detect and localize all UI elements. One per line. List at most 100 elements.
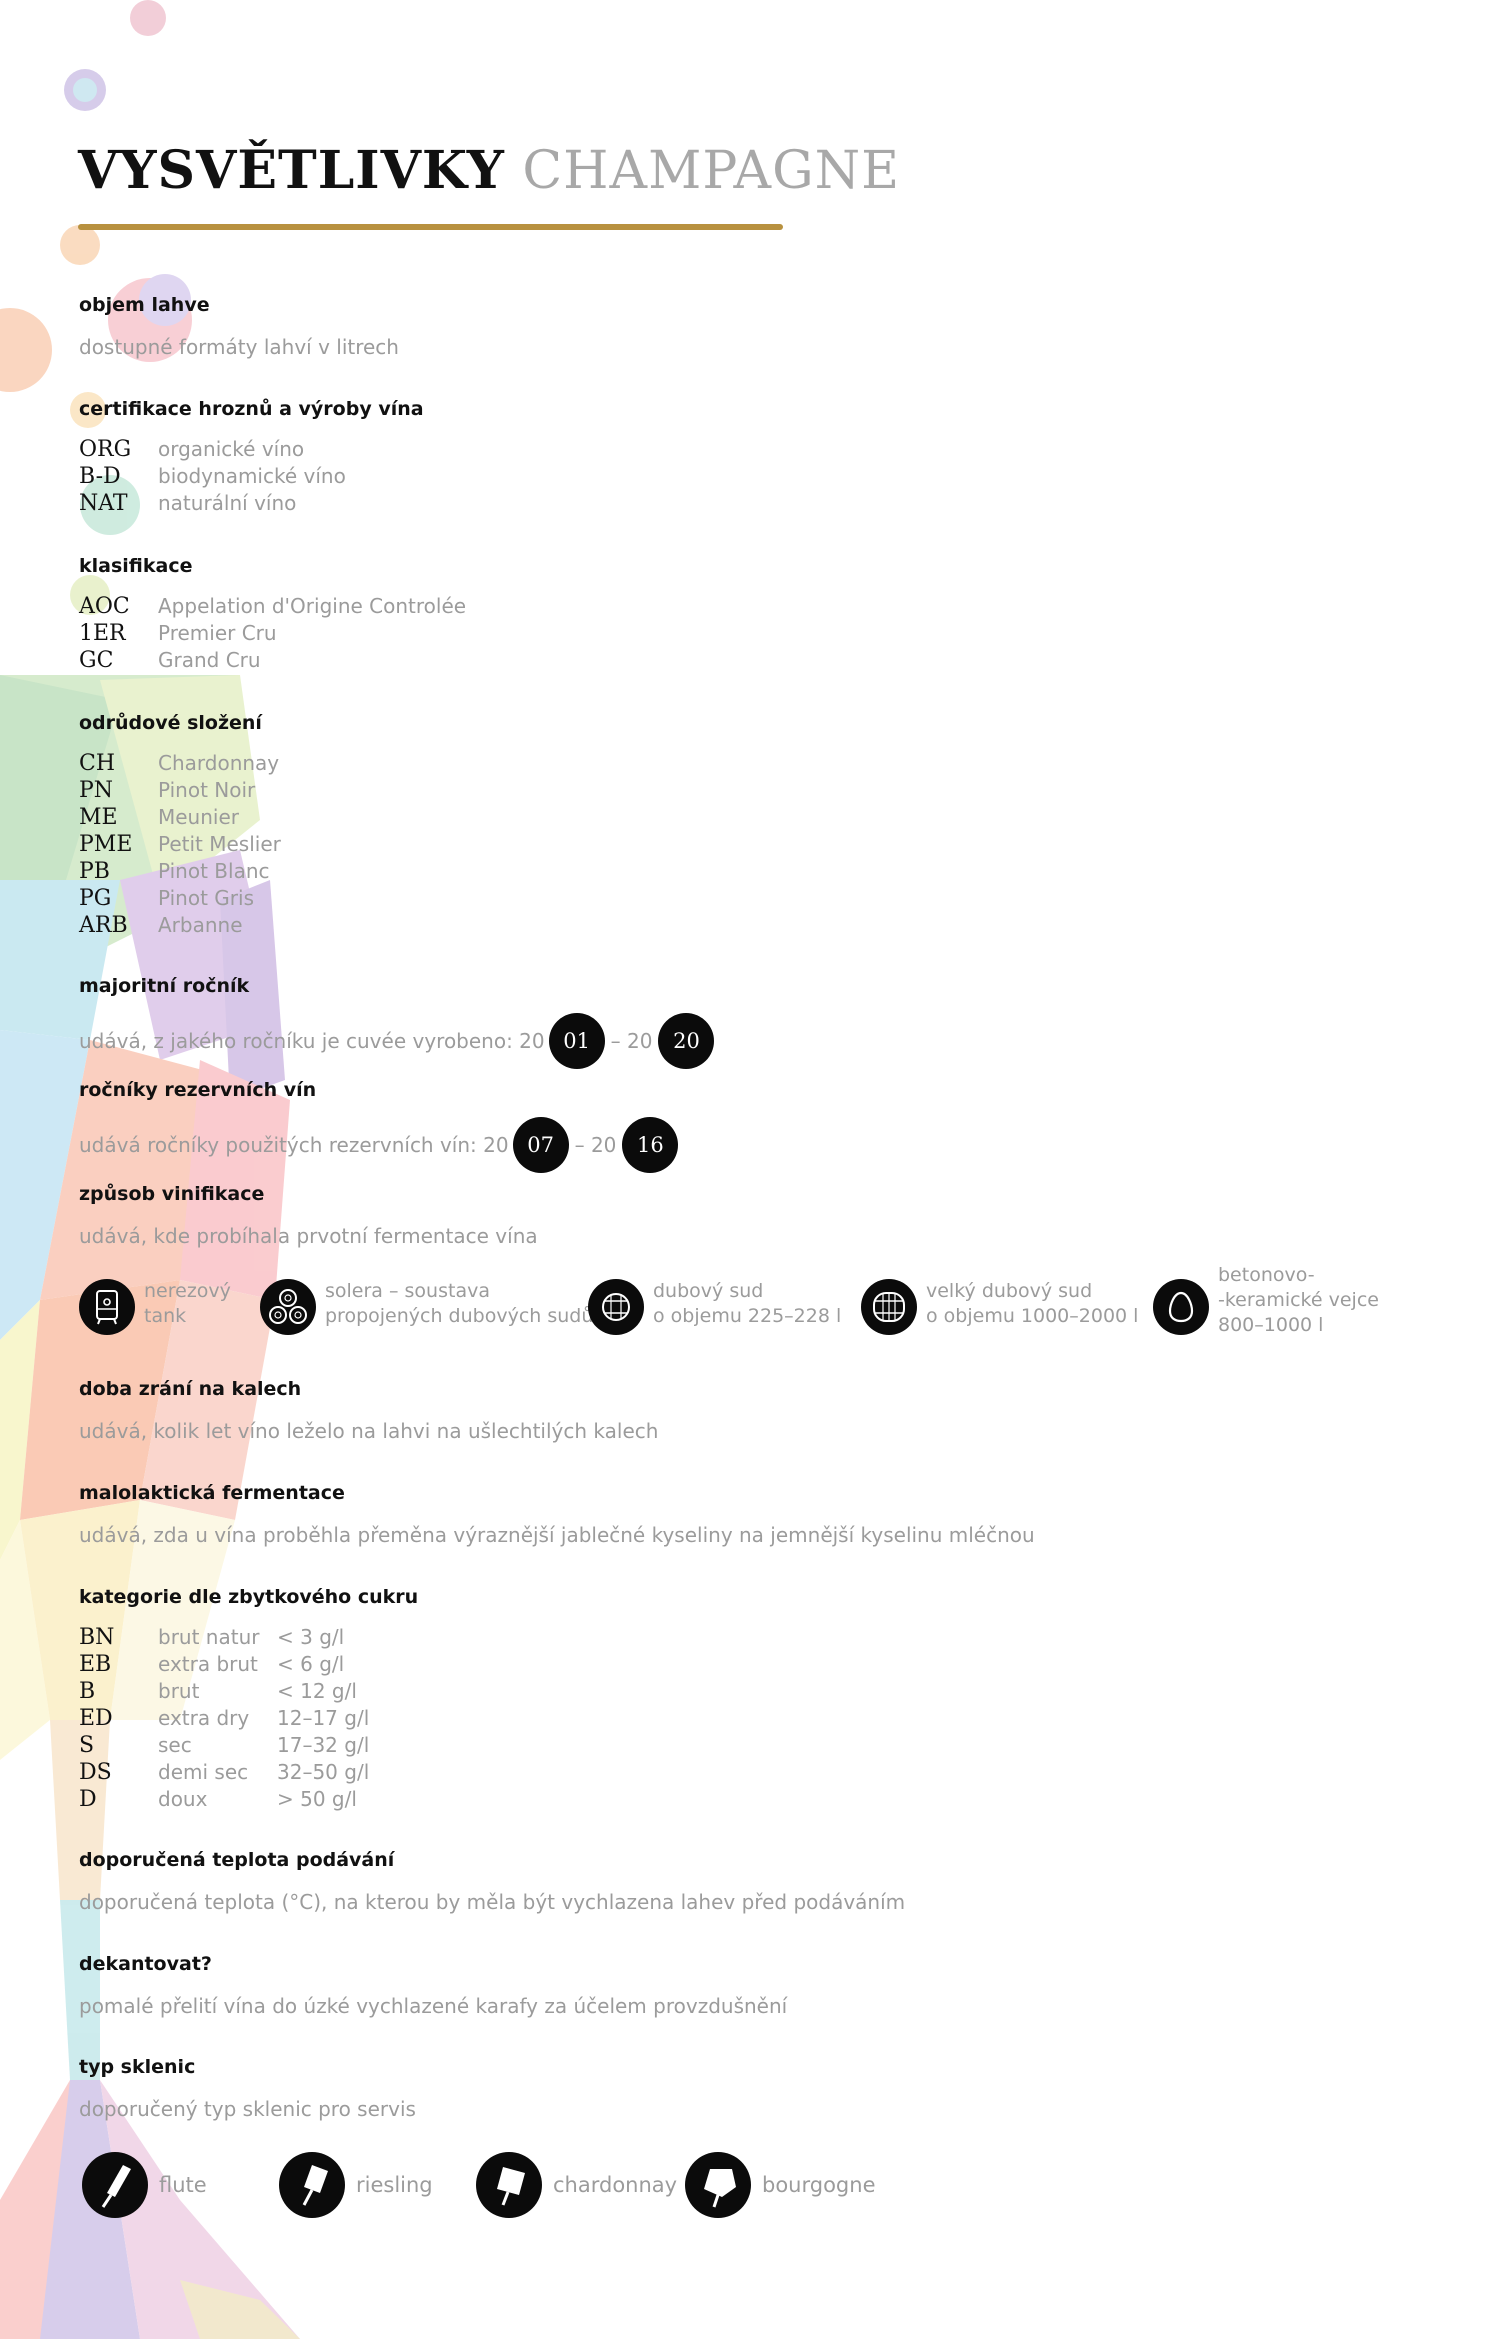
label: Appelation d'Origine Controlée — [158, 594, 467, 618]
label: Petit Meslier — [158, 832, 281, 856]
label: naturální víno — [158, 491, 297, 515]
label: brut — [158, 1679, 200, 1703]
label: Grand Cru — [158, 648, 261, 672]
value: < 12 g/l — [277, 1679, 357, 1703]
code: EB — [79, 1652, 112, 1677]
oak-barrel-icon — [588, 1279, 644, 1335]
section-malolactic: malolaktická fermentace udává, zda u vín… — [79, 1478, 1379, 1550]
bourgogne-glass-icon — [685, 2152, 751, 2218]
vintage-desc: udává, z jakého ročníku je cuvée vyroben… — [79, 1029, 545, 1053]
reserve-line: udává ročníky použitých rezervních vín: … — [79, 1117, 1379, 1173]
code: NAT — [79, 491, 128, 516]
list-item: NAT naturální víno — [79, 490, 1379, 517]
title-light: CHAMPAGNE — [522, 141, 901, 201]
label: Pinot Blanc — [158, 859, 270, 883]
code: PB — [79, 859, 110, 884]
title-bold: VYSVĚTLIVKY — [78, 140, 505, 201]
chardonnay-glass-icon — [476, 2152, 542, 2218]
section-desc: udává, kolik let víno leželo na lahvi na… — [79, 1419, 659, 1443]
label: Arbanne — [158, 913, 243, 937]
label: Pinot Gris — [158, 886, 254, 910]
section-desc: udává, zda u vína proběhla přeměna výraz… — [79, 1523, 1035, 1547]
year-badge-to: 20 — [658, 1013, 715, 1069]
glass-label: flute — [159, 2173, 207, 2197]
label: Premier Cru — [158, 621, 277, 645]
glass-label: bourgogne — [762, 2173, 876, 2197]
list-item: 1ER Premier Cru — [79, 620, 1379, 647]
value: 12–17 g/l — [277, 1706, 370, 1730]
value: 32–50 g/l — [277, 1760, 370, 1784]
reserve-desc: udává ročníky použitých rezervních vín: … — [79, 1133, 509, 1157]
vinification-label: nerezový tank — [144, 1280, 231, 1327]
section-heading: odrůdové složení — [79, 712, 262, 734]
code: PN — [79, 778, 114, 803]
label: extra dry — [158, 1706, 250, 1730]
riesling-glass-icon — [279, 2152, 345, 2218]
section-vinification: způsob vinifikace udává, kde probíhala p… — [79, 1179, 1379, 1339]
label: extra brut — [158, 1652, 258, 1676]
steel-tank-icon — [79, 1279, 135, 1335]
page-title: VYSVĚTLIVKY CHAMPAGNE — [78, 140, 900, 201]
section-heading: ročníky rezervních vín — [79, 1079, 317, 1101]
year-separator: – 20 — [574, 1133, 617, 1157]
vinification-label: solera – soustava propojených dubových s… — [325, 1280, 594, 1327]
concrete-egg-icon — [1153, 1279, 1209, 1335]
code: B — [79, 1679, 96, 1704]
section-desc: doporučený typ sklenic pro servis — [79, 2097, 416, 2121]
section-desc: doporučená teplota (°C), na kterou by mě… — [79, 1890, 906, 1914]
code: PME — [79, 832, 133, 857]
year-badge-from: 07 — [512, 1117, 569, 1173]
code: GC — [79, 648, 114, 673]
section-heading: doporučená teplota podávání — [79, 1849, 395, 1871]
label: brut natur — [158, 1625, 260, 1649]
code: B-D — [79, 464, 121, 489]
list-item: PB Pinot Blanc — [79, 858, 1379, 885]
list-item: ARB Arbanne — [79, 912, 1379, 939]
section-heading: typ sklenic — [79, 2056, 196, 2078]
section-lees: doba zrání na kalech udává, kolik let ví… — [79, 1374, 1379, 1446]
list-item: GC Grand Cru — [79, 647, 1379, 674]
label: demi sec — [158, 1760, 249, 1784]
section-decant: dekantovat? pomalé přelití vína do úzké … — [79, 1949, 1379, 2021]
vinification-label: betonovo- -keramické vejce 800–1000 l — [1218, 1264, 1379, 1336]
glass-label: riesling — [356, 2173, 433, 2197]
year-separator: – 20 — [610, 1029, 653, 1053]
label: organické víno — [158, 437, 305, 461]
value: 17–32 g/l — [277, 1733, 370, 1757]
list-item: PME Petit Meslier — [79, 831, 1379, 858]
label: Meunier — [158, 805, 239, 829]
section-volume: objem lahve dostupné formáty lahví v lit… — [79, 290, 1379, 362]
code: S — [79, 1733, 95, 1758]
section-heading: způsob vinifikace — [79, 1183, 265, 1205]
label: biodynamické víno — [158, 464, 346, 488]
section-desc: udává, kde probíhala prvotní fermentace … — [79, 1224, 538, 1248]
solera-barrels-icon — [260, 1279, 316, 1335]
label: sec — [158, 1733, 192, 1757]
vintage-line: udává, z jakého ročníku je cuvée vyroben… — [79, 1013, 1379, 1069]
code: 1ER — [79, 621, 126, 646]
section-reserve: ročníky rezervních vín udává ročníky pou… — [79, 1075, 1379, 1173]
code: ARB — [79, 913, 128, 938]
section-desc: dostupné formáty lahví v litrech — [79, 335, 399, 359]
year-badge-from: 01 — [548, 1013, 605, 1069]
flute-glass-icon — [82, 2152, 148, 2218]
section-glasses: typ sklenic doporučený typ sklenic pro s… — [79, 2052, 1379, 2218]
label: Chardonnay — [158, 751, 280, 775]
